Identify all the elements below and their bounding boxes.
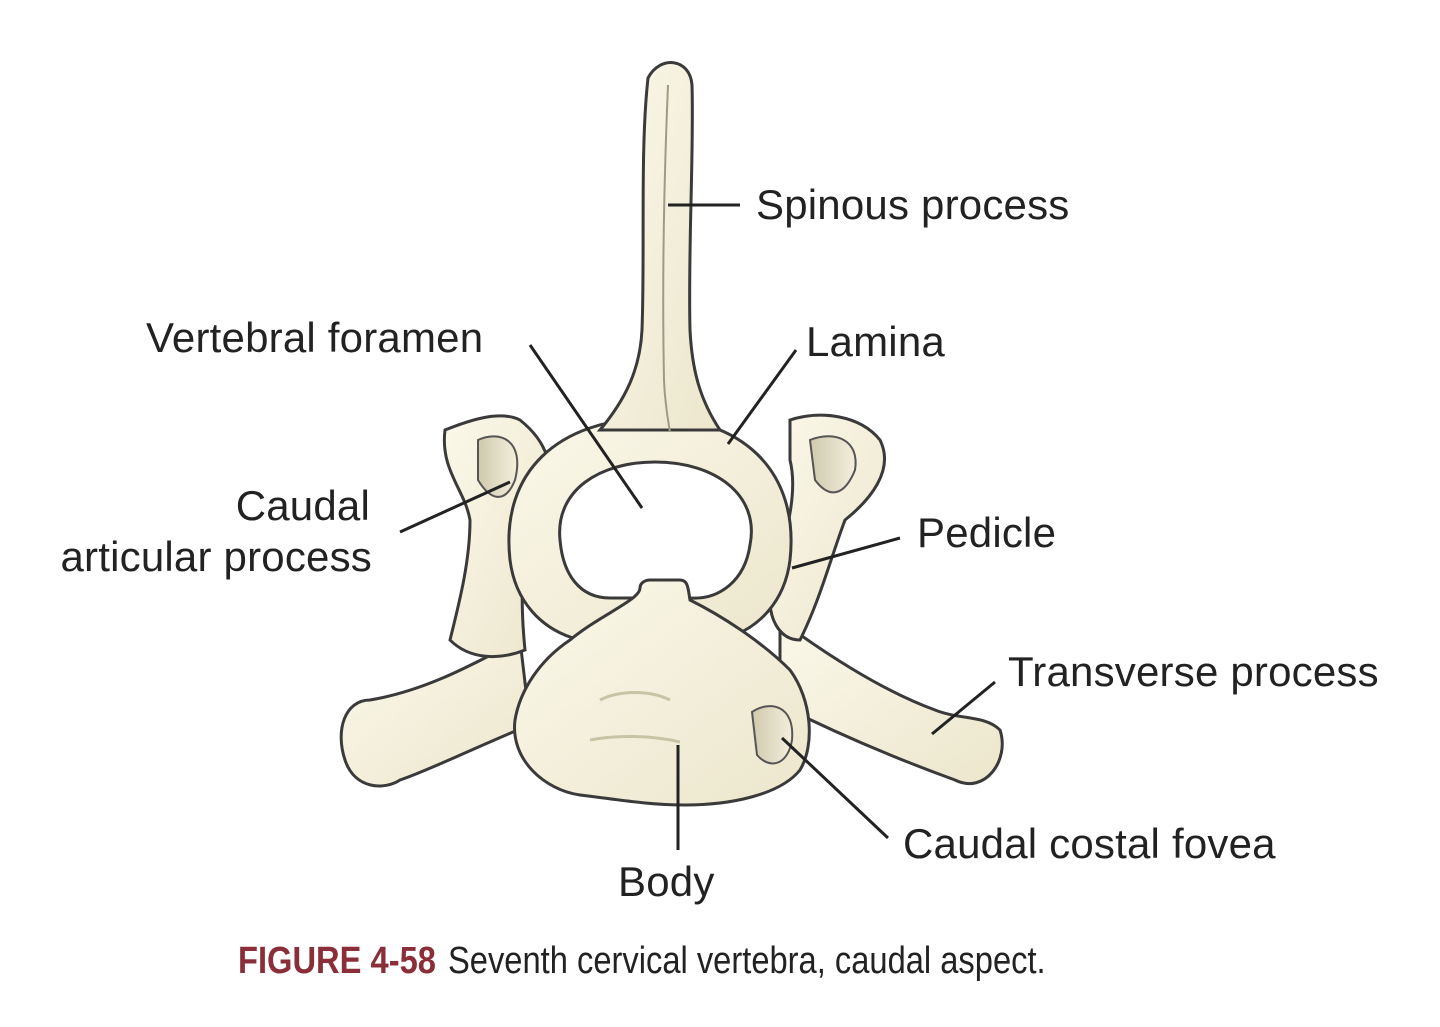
leader-lamina	[726, 349, 798, 445]
caudal-costal-fovea-shape	[750, 705, 794, 765]
vertebral-body-shape	[513, 578, 811, 807]
left-articular-process-shape	[442, 414, 551, 659]
label-pedicle: Pedicle	[917, 509, 1057, 556]
leader-vertebral-foramen	[528, 344, 644, 509]
right-articular-facet-shape	[808, 435, 857, 494]
leader-caudal-articular-process	[399, 480, 511, 534]
label-spinous-process: Spinous process	[756, 181, 1070, 228]
label-vertebral-foramen: Vertebral foramen	[146, 314, 484, 361]
label-caudal-articular-process-line2: articular process	[60, 533, 372, 580]
body-shading	[589, 691, 681, 744]
figure-caption-text: Seventh cervical vertebra, caudal aspect…	[447, 940, 1046, 982]
leader-transverse-process	[931, 680, 996, 736]
leader-pedicle	[791, 536, 901, 570]
label-caudal-articular-process-line1: Caudal	[235, 482, 370, 529]
right-transverse-process-shape	[778, 617, 1004, 786]
left-transverse-process-shape	[339, 637, 532, 788]
label-caudal-costal-fovea: Caudal costal fovea	[903, 820, 1276, 867]
figure-number: FIGURE 4-58	[238, 940, 436, 982]
label-lamina: Lamina	[806, 318, 945, 365]
figure-caption: FIGURE 4-58 Seventh cervical vertebra, ca…	[238, 936, 1046, 986]
leader-caudal-costal-fovea	[780, 736, 890, 840]
label-transverse-process: Transverse process	[1008, 648, 1379, 695]
spinous-process-ridge	[662, 84, 671, 433]
vertebral-foramen-shape	[558, 460, 753, 600]
label-body: Body	[618, 858, 715, 905]
spinous-process-shape	[596, 61, 723, 432]
